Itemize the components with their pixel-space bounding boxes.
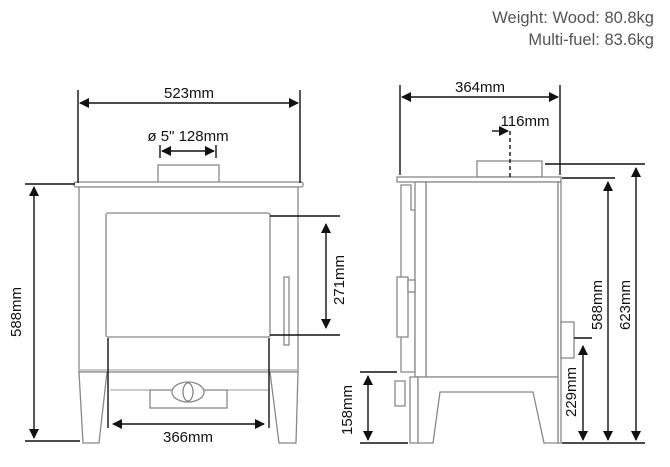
rear-outlet-label: 229mm — [563, 367, 580, 417]
side-air-control — [394, 380, 406, 407]
weight-wood: Weight: Wood: 80.8kg — [492, 9, 654, 27]
left-leg — [78, 371, 108, 444]
side-top-plate — [396, 176, 562, 183]
side-depth-label: 364mm — [455, 79, 505, 96]
front-view-drawing — [73, 164, 304, 444]
side-body — [425, 181, 559, 378]
glass-door — [105, 212, 271, 338]
leg-gap-label: 366mm — [163, 429, 213, 446]
side-height-label: 588mm — [589, 280, 606, 330]
top-plate — [73, 181, 304, 188]
side-door-handle — [396, 276, 409, 338]
weight-multifuel: Multi-fuel: 83.6kg — [528, 31, 654, 49]
flue-diameter-label: ø 5" 128mm — [147, 128, 228, 145]
side-door-latch — [407, 279, 416, 293]
front-width-label: 523mm — [164, 85, 214, 102]
rear-outlet — [560, 321, 575, 359]
side-rear-edge — [557, 181, 562, 444]
side-door-frame — [414, 181, 427, 378]
side-front-leg — [409, 376, 419, 444]
flue-collar — [157, 164, 220, 184]
flue-height-label: 623mm — [617, 280, 634, 330]
air-control-knob-center — [182, 382, 194, 402]
flue-offset-label: 116mm — [501, 113, 550, 130]
side-legs — [417, 376, 559, 444]
glass-height-label: 271mm — [331, 255, 348, 305]
door-handle — [283, 276, 290, 346]
door-base-label: 158mm — [339, 385, 356, 435]
side-view-drawing — [394, 160, 575, 444]
front-height-label: 588mm — [8, 287, 25, 337]
right-leg — [269, 371, 299, 444]
